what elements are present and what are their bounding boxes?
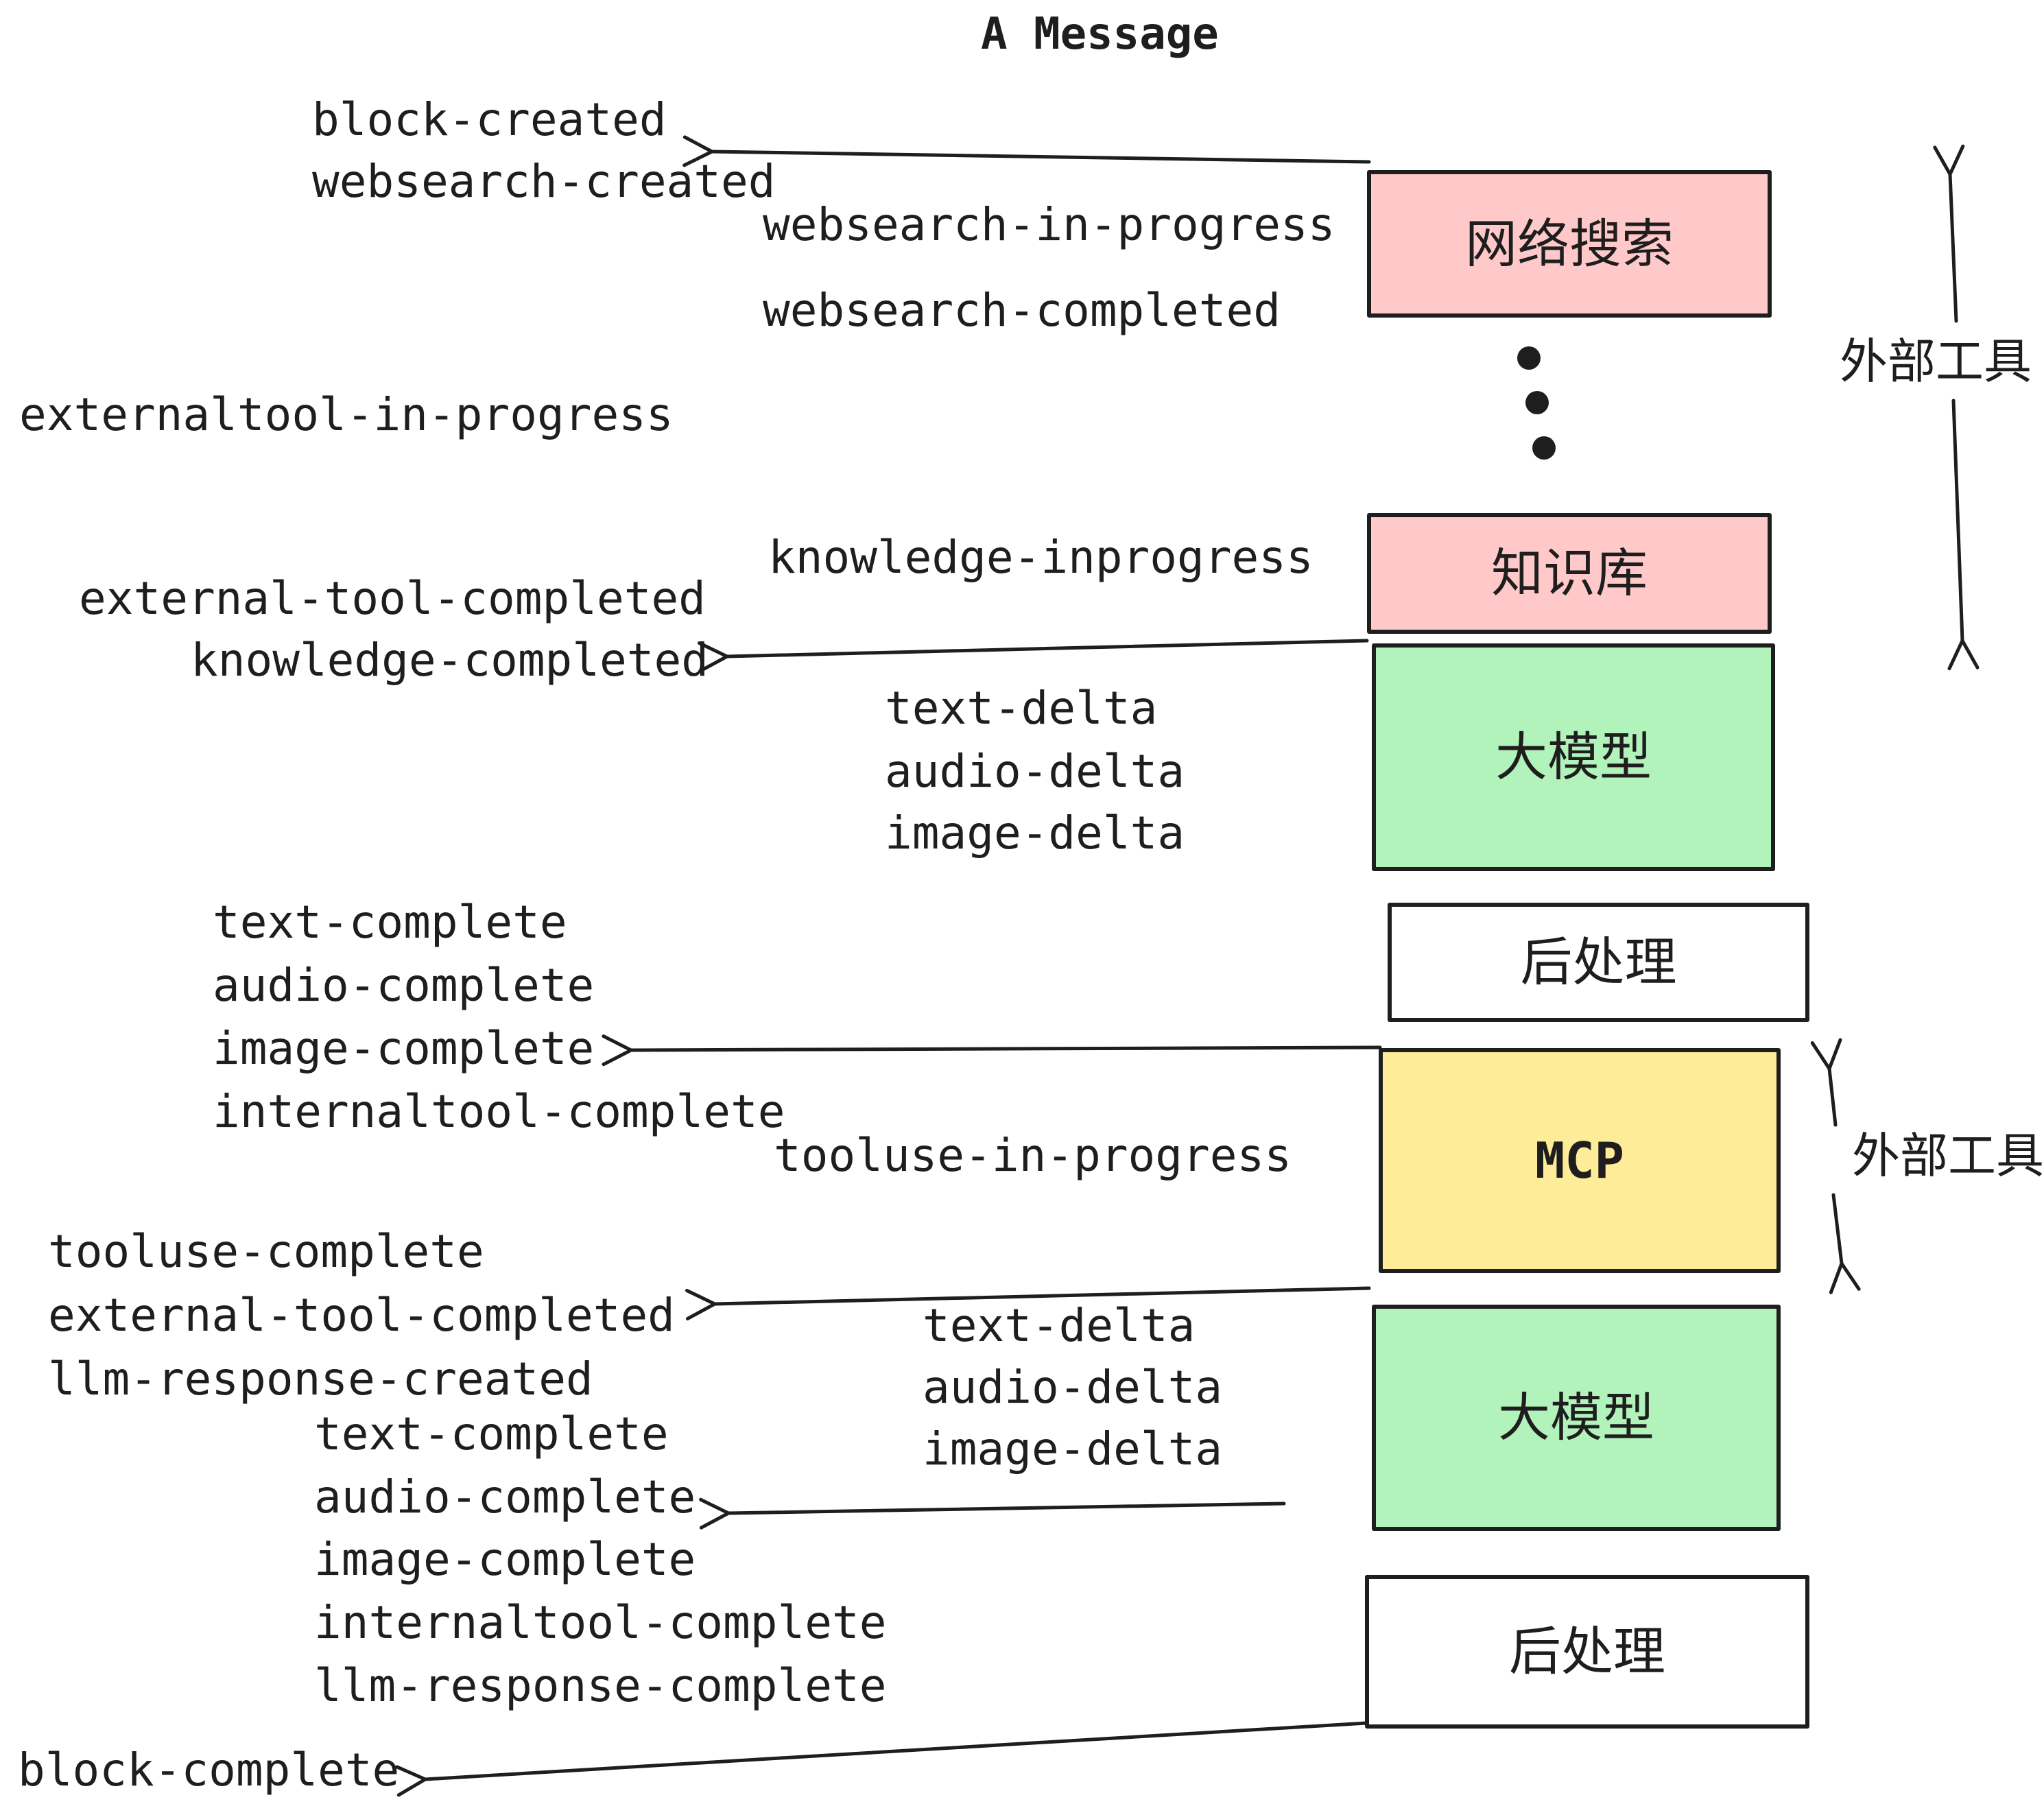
event-audio-complete-1: audio-complete xyxy=(213,959,595,1012)
event-image-delta-1: image-delta xyxy=(885,807,1185,859)
event-websearch-in-progress: websearch-in-progress xyxy=(763,198,1335,251)
event-tooluse-complete: tooluse-complete xyxy=(48,1225,484,1278)
event-tooluse-in-progress: tooluse-in-progress xyxy=(774,1129,1292,1182)
external-tools-top-down-arrow xyxy=(1947,399,1980,671)
event-llm-response-complete: llm-response-complete xyxy=(314,1659,887,1712)
box-llm-top-label: 大模型 xyxy=(1495,726,1652,787)
event-audio-delta-1: audio-delta xyxy=(885,745,1185,798)
ellipsis-dot xyxy=(1517,346,1541,370)
event-llm-response-created: llm-response-created xyxy=(48,1353,593,1405)
box-web-search-label: 网络搜索 xyxy=(1465,213,1674,274)
box-llm-bottom: 大模型 xyxy=(1372,1305,1781,1531)
external-tools-top-label: 外部工具 xyxy=(1840,333,2032,390)
event-block-complete: block-complete xyxy=(18,1744,400,1796)
box-post-process-top: 后处理 xyxy=(1388,903,1809,1022)
arrow-to-image-complete xyxy=(602,1034,1382,1067)
external-tools-bottom-label: 外部工具 xyxy=(1852,1128,2044,1184)
event-internaltool-complete-2: internaltool-complete xyxy=(314,1596,887,1649)
event-externaltool-in-progress: externaltool-in-progress xyxy=(19,388,674,441)
event-external-tool-completed-1: external-tool-completed xyxy=(79,572,706,625)
event-text-complete-2: text-complete xyxy=(314,1408,669,1460)
event-internaltool-complete-1: internaltool-complete xyxy=(213,1085,785,1138)
box-web-search: 网络搜索 xyxy=(1367,170,1772,318)
external-tools-top-up-arrow xyxy=(1933,144,1965,323)
event-knowledge-completed: knowledge-completed xyxy=(191,634,709,687)
box-post-process-bottom-label: 后处理 xyxy=(1509,1621,1665,1682)
box-post-process-top-label: 后处理 xyxy=(1520,931,1677,993)
box-knowledge-base-label: 知识库 xyxy=(1491,543,1648,604)
event-websearch-created: websearch-created xyxy=(312,155,776,208)
event-external-tool-completed-2: external-tool-completed xyxy=(48,1289,675,1342)
ellipsis-dot xyxy=(1525,391,1549,414)
arrow-to-block-created xyxy=(682,135,1371,167)
event-audio-complete-2: audio-complete xyxy=(314,1471,696,1523)
diagram-title: A Message xyxy=(981,9,1219,60)
box-mcp: MCP xyxy=(1379,1048,1781,1273)
event-text-delta-2: text-delta xyxy=(923,1299,1196,1352)
box-mcp-label: MCP xyxy=(1534,1132,1625,1189)
event-image-delta-2: image-delta xyxy=(923,1423,1223,1475)
arrow-to-audio-complete xyxy=(699,1497,1286,1530)
external-tools-bottom-down-arrow xyxy=(1829,1193,1861,1294)
event-text-delta-1: text-delta xyxy=(885,682,1158,735)
event-websearch-completed: websearch-completed xyxy=(763,284,1281,337)
event-knowledge-inprogress: knowledge-inprogress xyxy=(768,531,1314,584)
box-post-process-bottom: 后处理 xyxy=(1365,1575,1809,1729)
box-llm-top: 大模型 xyxy=(1372,643,1775,871)
event-text-complete-1: text-complete xyxy=(213,896,567,949)
box-knowledge-base: 知识库 xyxy=(1367,513,1772,634)
event-image-complete-2: image-complete xyxy=(314,1533,696,1586)
arrow-to-knowledge-completed xyxy=(698,639,1369,673)
arrow-to-block-complete xyxy=(395,1721,1368,1797)
box-llm-bottom-label: 大模型 xyxy=(1498,1387,1654,1448)
external-tools-bottom-up-arrow xyxy=(1810,1038,1842,1127)
ellipsis-dot xyxy=(1532,436,1556,460)
event-image-complete-1: image-complete xyxy=(213,1022,595,1075)
event-block-created: block-created xyxy=(312,93,667,146)
event-audio-delta-2: audio-delta xyxy=(923,1361,1223,1414)
